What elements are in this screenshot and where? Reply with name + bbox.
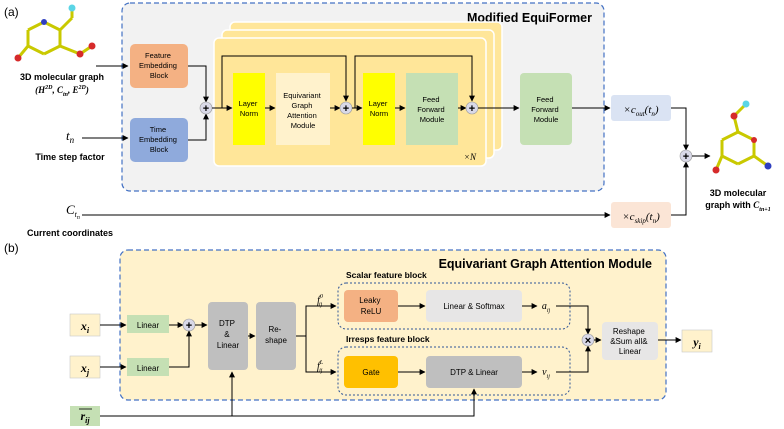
input-graph-sub: (H2D, Ctn, E2D) [35,85,89,98]
dtp-linear-inline-block [426,356,522,388]
coord-symbol: Ctn [66,202,80,221]
layer-norm-2 [363,73,395,145]
dtp-linear-block [208,302,248,370]
coord-label: Current coordinates [27,228,113,238]
repeat-n-label: ×N [464,152,477,162]
linear-softmax-block [426,290,522,322]
svg-text:xi: xi [80,319,90,335]
feature-embedding-label: Feature Embedding Block [139,51,179,80]
ffm-outer-label: Feed Forward Module [531,95,561,124]
ffm-inner-label: Feed Forward Module [417,95,447,124]
scalar-feature-block [337,282,571,330]
linear-label-xj: Linear [137,364,160,373]
layer-norm-2-label: Layer Norm [369,99,390,118]
svg-text:yi: yi [691,335,701,351]
gate-block [344,356,398,388]
equivariant-graph-attention-block [276,73,330,145]
ffm-inner-block [406,73,458,145]
reshape-sum-linear-block [602,322,658,360]
time-label: Time step factor [35,152,105,162]
leaky-relu-block [344,290,398,322]
time-embedding-block [130,118,188,162]
equivariant-graph-attention-label: Equivariant Graph Attention Module [283,91,323,130]
scalar-block-label: Scalar feature block [346,270,427,280]
v-ij-label: vij [542,367,550,380]
output-graph-label-1: 3D molecular [710,188,767,198]
c-out-label: ×cout(tn) [623,104,659,118]
svg-text:xj: xj [80,361,90,377]
linear-label-xi: Linear [137,321,160,330]
dtp-linear-label: DTP & Linear [217,319,240,350]
dtp-linear-inline-label: DTP & Linear [450,368,498,377]
svg-text:+: + [683,151,689,163]
reshape-label: Re- shape [265,325,287,345]
svg-text:+: + [203,103,209,115]
layer-norm-1-label: Layer Norm [239,99,260,118]
c-skip-label: ×cskip(tn) [622,211,660,225]
a-ij-label: aij [542,301,551,314]
input-rij [70,406,100,426]
panel-a-label: (a) [4,5,19,19]
irreps-block-label: Irresps feature block [346,334,430,344]
time-symbol: tn [66,128,75,145]
eq-graph-attention-title: Equivariant Graph Attention Module [439,257,652,271]
svg-text:+: + [186,320,192,332]
panel-b-label: (b) [4,241,19,255]
linear-block-xj [127,358,169,376]
layer-norm-1 [233,73,265,145]
time-embedding-label: Time Embedding Block [139,125,179,154]
gate-label: Gate [362,368,380,377]
feature-embedding-block [130,44,188,88]
c-skip-block [611,202,671,228]
linear-block-xi [127,315,169,333]
svg-text:+: + [343,103,349,115]
svg-text:+: + [469,103,475,115]
leaky-relu-label: Leaky ReLU [359,296,383,316]
reshape-block [256,302,296,370]
output-molecule-icon [712,100,772,174]
c-out-block [611,95,671,121]
input-graph-label: 3D molecular graph [20,72,104,82]
svg-text:rij: rij [80,409,90,425]
irreps-feature-block [337,346,571,396]
input-molecule-icon [14,4,96,62]
svg-text:×: × [585,335,591,347]
output-graph-label-2: graph with Ctn+1 [705,200,770,213]
reshape-sum-linear-label: Reshape &Sum all& Linear [610,327,650,356]
output-yi [681,329,713,353]
ffm-outer-block [520,73,572,145]
linear-softmax-label: Linear & Softmax [443,302,504,311]
